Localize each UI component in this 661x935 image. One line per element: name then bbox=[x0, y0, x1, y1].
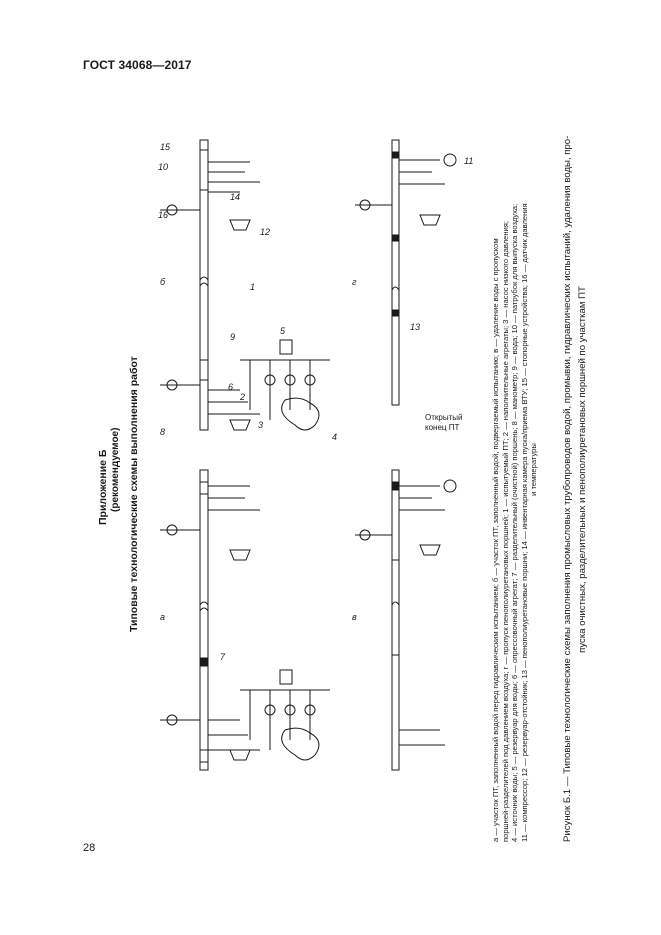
callout-5: 5 bbox=[280, 326, 286, 336]
figure-legend: а — участок ПТ, заполненный водой перед … bbox=[491, 97, 539, 842]
legend-line: и температуры bbox=[529, 443, 539, 496]
callout-4: 4 bbox=[332, 432, 337, 442]
legend-line: 11 — компрессор; 12 — резервуар-отстойни… bbox=[519, 203, 529, 842]
callout-8: 8 bbox=[160, 427, 165, 437]
technical-diagram: б г а в 1 2 3 4 5 6 7 8 9 10 11 12 13 14… bbox=[158, 139, 473, 771]
compressors bbox=[443, 153, 457, 493]
open-end-label-2: конец ПТ bbox=[425, 423, 459, 432]
appendix-heading: Типовые технологические схемы выполнения… bbox=[128, 356, 140, 632]
callout-3: 3 bbox=[258, 420, 263, 430]
callout-16: 16 bbox=[158, 210, 168, 220]
appendix-subtitle: (рекомендуемое) bbox=[110, 427, 121, 512]
legend-line: поршней-разделителей под давлением возду… bbox=[500, 220, 510, 842]
appendix-title: Приложение Б bbox=[97, 449, 109, 525]
caption-line: Рисунок Б.1 — Типовые технологические сх… bbox=[562, 135, 573, 842]
callout-12: 12 bbox=[260, 227, 270, 237]
callout-1: 1 bbox=[250, 282, 255, 292]
callout-2: 2 bbox=[239, 392, 245, 402]
callout-9: 9 bbox=[230, 332, 235, 342]
panel-label-b: б bbox=[160, 277, 166, 287]
panel-b-pipeline bbox=[199, 139, 209, 431]
figure-caption: Рисунок Б.1 — Типовые технологические сх… bbox=[560, 97, 590, 842]
panel-label-a: а bbox=[160, 612, 165, 622]
panel-label-g: г bbox=[352, 277, 357, 287]
panel-g-pipeline bbox=[391, 139, 400, 406]
settling-tanks bbox=[229, 214, 441, 761]
callout-10: 10 bbox=[158, 162, 168, 172]
panel-v-pipeline bbox=[391, 469, 400, 771]
legend-line: 4 — источник воды; 5 — резервуар для вод… bbox=[510, 203, 520, 842]
page-number: 28 bbox=[83, 842, 96, 854]
callout-13: 13 bbox=[410, 322, 420, 332]
gauge-symbols bbox=[166, 199, 371, 726]
supply-system-b bbox=[240, 339, 330, 431]
legend-line: а — участок ПТ, заполненный водой перед … bbox=[491, 238, 500, 842]
supply-system-a bbox=[240, 669, 330, 761]
callout-6: 6 bbox=[228, 382, 233, 392]
panel-a-pipeline bbox=[199, 469, 209, 771]
callout-7: 7 bbox=[220, 652, 226, 662]
callout-15: 15 bbox=[160, 142, 171, 152]
open-end-label-1: Открытый bbox=[425, 413, 462, 422]
callout-14: 14 bbox=[230, 192, 240, 202]
caption-line: пуска очистных, разделительных и пенопол… bbox=[577, 286, 588, 653]
callout-11: 11 bbox=[464, 156, 473, 166]
panel-label-v: в bbox=[352, 612, 357, 622]
standard-header: ГОСТ 34068—2017 bbox=[83, 58, 192, 72]
